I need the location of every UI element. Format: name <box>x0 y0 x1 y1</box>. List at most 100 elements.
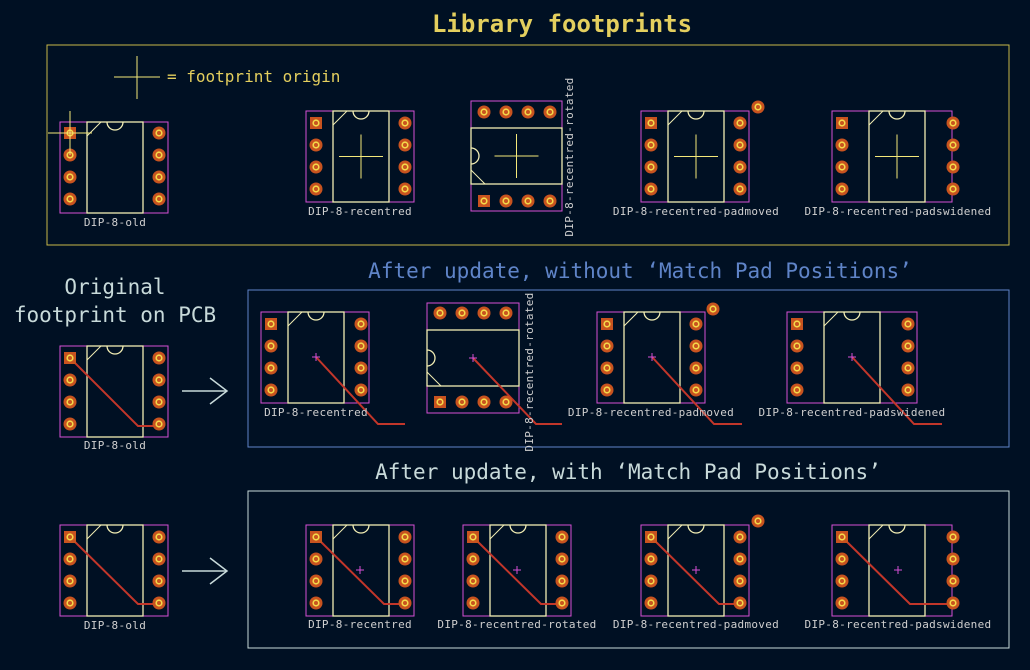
pad-drill <box>649 143 653 147</box>
pad-drill <box>548 199 552 203</box>
pad-drill <box>738 557 742 561</box>
fp-rotated-library <box>470 100 563 212</box>
fp-padmoved-with <box>640 514 765 617</box>
fp-padswidened-without <box>786 311 942 425</box>
silkscreen-body <box>623 311 681 404</box>
footprint-label: DIP-8-recentred-padmoved <box>613 205 779 218</box>
pad-drill <box>560 535 564 539</box>
pad-drill <box>314 143 318 147</box>
fp-old-original-2 <box>59 524 169 617</box>
pad-drill <box>738 187 742 191</box>
pad-drill <box>68 400 72 404</box>
pad-drill <box>157 378 161 382</box>
silkscreen-body <box>667 110 725 203</box>
pad-drill <box>840 121 844 125</box>
silkscreen-notch <box>106 524 124 534</box>
pad-drill <box>951 535 955 539</box>
pad-drill <box>906 388 910 392</box>
pad-drill <box>560 579 564 583</box>
pin1-chamfer <box>489 524 505 540</box>
pad-drill <box>694 322 698 326</box>
right-arrow-icon <box>182 557 229 585</box>
footprint-label: DIP-8-recentred-padswidened <box>759 406 946 419</box>
pin1-chamfer <box>86 121 102 137</box>
footprint-label: DIP-8-recentred-padswidened <box>805 618 992 631</box>
fp-old-library <box>48 111 169 214</box>
pad-drill <box>314 557 318 561</box>
pin1-chamfer <box>667 110 683 126</box>
pad-drill <box>738 121 742 125</box>
silkscreen-notch <box>352 110 370 120</box>
pad-drill <box>649 187 653 191</box>
track <box>651 356 742 425</box>
track <box>851 356 942 425</box>
pin1-chamfer <box>426 371 442 387</box>
track <box>472 536 562 605</box>
pin1-chamfer <box>332 524 348 540</box>
with-title: After update, with ‘Match Pad Positions’ <box>375 460 881 484</box>
pad-drill <box>403 579 407 583</box>
pad-drill <box>68 535 72 539</box>
silkscreen-notch <box>106 345 124 355</box>
pad-drill <box>840 143 844 147</box>
pin1-chamfer <box>667 524 683 540</box>
track <box>472 357 562 425</box>
fp-padmoved-library <box>640 100 765 203</box>
pad-drill <box>314 601 318 605</box>
pad-drill <box>906 366 910 370</box>
pad-drill <box>756 519 760 523</box>
without-title: After update, without ‘Match Pad Positio… <box>368 259 912 283</box>
pin1-chamfer <box>287 311 303 327</box>
silkscreen-body <box>823 311 881 404</box>
pin1-chamfer <box>823 311 839 327</box>
pad-drill <box>504 400 508 404</box>
pad-drill <box>795 366 799 370</box>
silkscreen-notch <box>687 110 705 120</box>
fp-padswidened-with <box>831 524 960 617</box>
pad-drill <box>68 175 72 179</box>
pad-drill <box>438 311 442 315</box>
pad-drill <box>157 131 161 135</box>
pad-drill <box>738 143 742 147</box>
pad-drill <box>403 165 407 169</box>
original-title-line1: Original <box>64 275 165 299</box>
pin1-chamfer <box>86 345 102 361</box>
silkscreen-notch <box>307 311 325 321</box>
footprint-label: DIP-8-recentred-rotated <box>437 618 596 631</box>
pad-drill <box>68 579 72 583</box>
pad-drill <box>951 601 955 605</box>
pad-drill <box>157 356 161 360</box>
pad-drill <box>157 422 161 426</box>
silkscreen-body <box>332 110 390 203</box>
fp-recentred-library <box>305 110 415 203</box>
pad-drill <box>460 311 464 315</box>
pad-drill <box>694 388 698 392</box>
silkscreen-notch <box>843 311 861 321</box>
silkscreen-body <box>470 127 563 185</box>
silkscreen-notch <box>888 524 906 534</box>
pad-drill <box>951 121 955 125</box>
pad-drill <box>68 422 72 426</box>
pad-drill <box>471 579 475 583</box>
silkscreen-notch <box>352 524 370 534</box>
silkscreen-body <box>287 311 345 404</box>
pad-drill <box>482 199 486 203</box>
pad-drill <box>560 601 564 605</box>
pad-drill <box>840 165 844 169</box>
silkscreen-body <box>332 524 390 617</box>
footprint-label: DIP-8-recentred <box>264 406 368 419</box>
pad-drill <box>738 535 742 539</box>
pad-drill <box>157 601 161 605</box>
silkscreen-notch <box>426 349 436 367</box>
pad-drill <box>438 400 442 404</box>
fp-rotated-with <box>462 524 572 617</box>
pad-drill <box>795 344 799 348</box>
pad-drill <box>157 400 161 404</box>
pad-drill <box>649 579 653 583</box>
pad-drill <box>951 187 955 191</box>
pad-drill <box>482 311 486 315</box>
library-frame <box>46 44 1010 246</box>
pad-drill <box>68 378 72 382</box>
